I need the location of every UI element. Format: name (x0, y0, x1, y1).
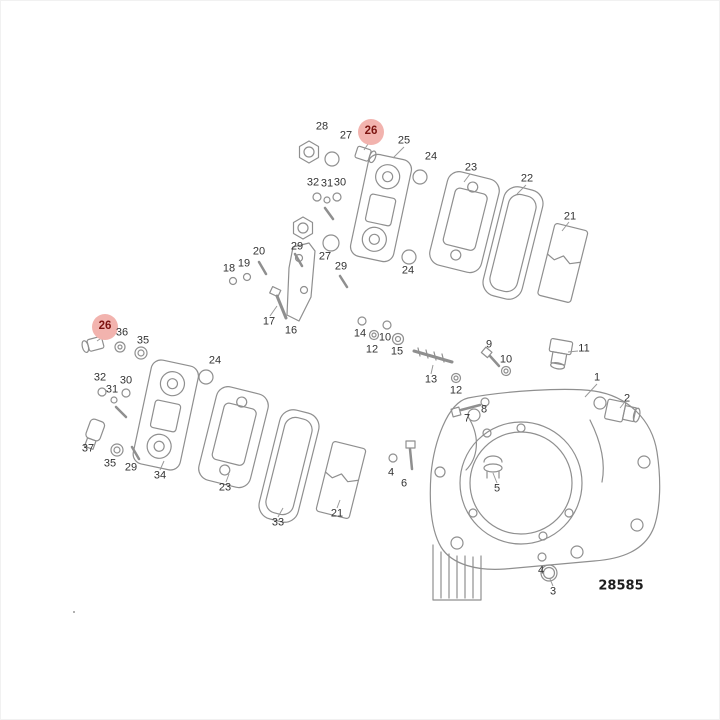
part-label[interactable]: 10 (378, 331, 392, 344)
part-label[interactable]: 33 (271, 516, 285, 529)
oil-cooler-upper (429, 171, 500, 274)
part-label[interactable]: 16 (284, 324, 298, 337)
gasket-upper (482, 186, 544, 300)
hex-nut-28 (298, 140, 320, 164)
part-label[interactable]: 22 (520, 172, 534, 185)
part-label[interactable]: 27 (339, 129, 353, 142)
part-label[interactable]: 11 (578, 342, 590, 355)
part-label[interactable]: 23 (464, 161, 478, 174)
part-label[interactable]: 25 (397, 134, 411, 147)
leader-lines (96, 143, 625, 587)
part-label[interactable]: 2 (623, 392, 631, 405)
sensor-37 (83, 418, 106, 450)
part-label[interactable]: 20 (252, 245, 266, 258)
part-label[interactable]: 12 (365, 343, 379, 356)
stray-dot (73, 611, 75, 613)
part-label[interactable]: 21 (330, 507, 344, 520)
part-label[interactable]: 6 (400, 477, 408, 490)
fitting-2 (604, 398, 641, 423)
part-label[interactable]: 29 (290, 240, 304, 253)
part-label[interactable]: 10 (499, 353, 513, 366)
part-label[interactable]: 34 (153, 469, 167, 482)
part-label[interactable]: 27 (318, 250, 332, 263)
part-label-highlighted[interactable]: 26 (358, 119, 384, 145)
part-label[interactable]: 24 (401, 264, 415, 277)
part-label[interactable]: 24 (424, 150, 438, 163)
part-label[interactable]: 31 (105, 383, 119, 396)
part-label[interactable]: 13 (424, 373, 438, 386)
part-label[interactable]: 4 (537, 564, 545, 577)
end-plate-lower (132, 359, 200, 471)
part-label[interactable]: 24 (208, 354, 222, 367)
part-label[interactable]: 30 (119, 374, 133, 387)
part-label[interactable]: 7 (463, 412, 471, 425)
part-label[interactable]: 15 (390, 345, 404, 358)
part-label[interactable]: 36 (115, 326, 129, 339)
part-label[interactable]: 17 (262, 315, 276, 328)
plug-26-lower (81, 335, 105, 354)
part-label[interactable]: 5 (493, 482, 501, 495)
end-plate-upper (349, 153, 413, 263)
part-label[interactable]: 12 (449, 384, 463, 397)
part-label[interactable]: 19 (237, 257, 251, 270)
oil-cooler-lower (198, 386, 269, 489)
part-label[interactable]: 32 (306, 176, 320, 189)
drawing-number: 28585 (598, 578, 644, 594)
part-label[interactable]: 32 (93, 371, 107, 384)
part-label[interactable]: 9 (485, 338, 493, 351)
fitting-11 (548, 337, 574, 370)
part-label[interactable]: 31 (320, 177, 334, 190)
part-label[interactable]: 29 (334, 260, 348, 273)
flywheel-housing (429, 388, 661, 570)
part-label[interactable]: 8 (480, 403, 488, 416)
gasket-lower (258, 409, 320, 523)
part-label[interactable]: 28 (315, 120, 329, 133)
part-label[interactable]: 23 (218, 481, 232, 494)
part-label[interactable]: 35 (103, 457, 117, 470)
part-label[interactable]: 18 (222, 262, 236, 275)
part-label[interactable]: 37 (81, 442, 95, 455)
plate-lower (315, 440, 367, 520)
bracket-16 (286, 242, 316, 322)
part-label-highlighted[interactable]: 26 (92, 314, 118, 340)
part-label[interactable]: 35 (136, 334, 150, 347)
part-label[interactable]: 21 (563, 210, 577, 223)
part-label[interactable]: 4 (387, 466, 395, 479)
part-label[interactable]: 3 (549, 585, 557, 598)
part-label[interactable]: 14 (353, 327, 367, 340)
part-label[interactable]: 30 (333, 176, 347, 189)
part-label[interactable]: 29 (124, 461, 138, 474)
part-label[interactable]: 1 (593, 371, 601, 384)
plate-upper (537, 222, 589, 303)
